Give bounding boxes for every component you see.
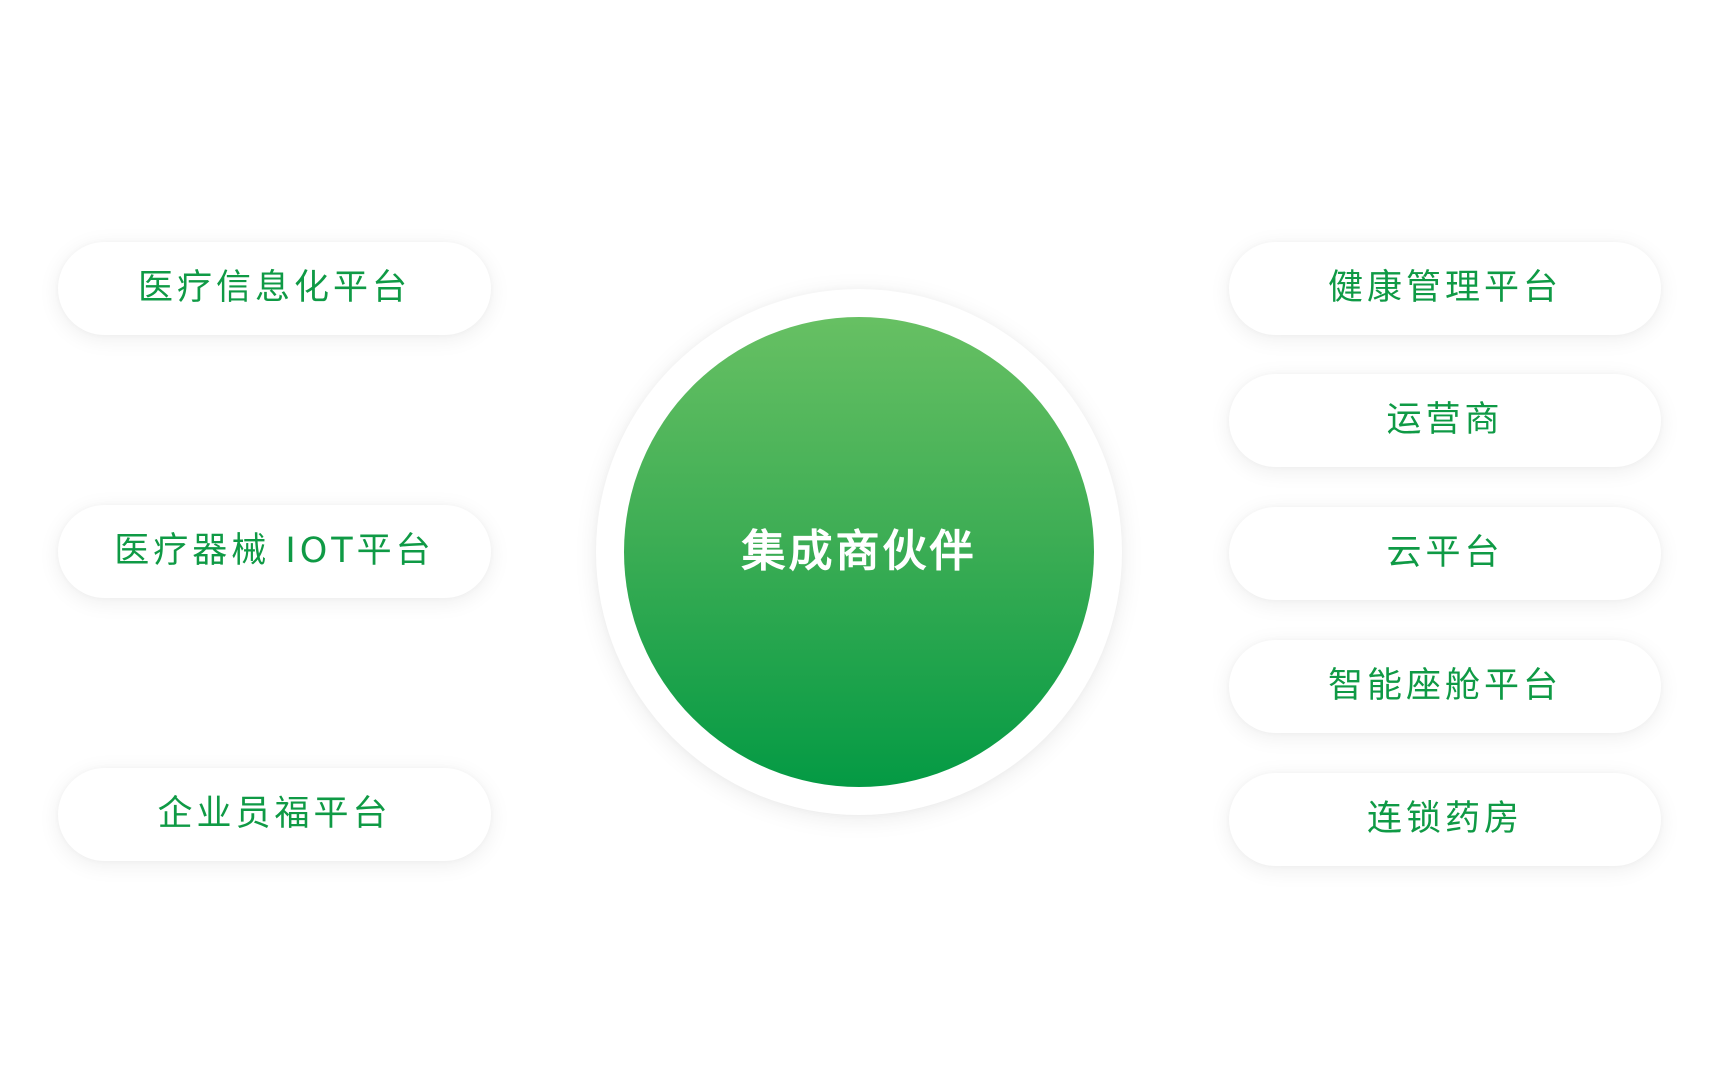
node-label: 运营商 — [1386, 400, 1504, 440]
node-label: 企业员福平台 — [157, 794, 392, 834]
center-hub-label: 集成商伙伴 — [741, 526, 977, 577]
node-medical-device-iot-platform[interactable]: 医疗器械 IOT平台 — [58, 505, 491, 598]
node-operator[interactable]: 运营商 — [1229, 374, 1661, 467]
node-health-management-platform[interactable]: 健康管理平台 — [1229, 242, 1661, 335]
node-enterprise-welfare-platform[interactable]: 企业员福平台 — [58, 768, 491, 861]
center-hub[interactable]: 集成商伙伴 — [624, 317, 1094, 787]
node-cloud-platform[interactable]: 云平台 — [1229, 507, 1661, 600]
node-smart-cockpit-platform[interactable]: 智能座舱平台 — [1229, 640, 1661, 733]
node-label: 医疗器械 IOT平台 — [114, 531, 435, 571]
node-label: 连锁药房 — [1366, 799, 1523, 839]
node-chain-pharmacy[interactable]: 连锁药房 — [1229, 773, 1661, 866]
node-label: 智能座舱平台 — [1327, 666, 1562, 706]
node-medical-informatization-platform[interactable]: 医疗信息化平台 — [58, 242, 491, 335]
node-label: 云平台 — [1386, 533, 1504, 573]
node-label: 医疗信息化平台 — [137, 268, 411, 308]
node-label: 健康管理平台 — [1327, 268, 1562, 308]
